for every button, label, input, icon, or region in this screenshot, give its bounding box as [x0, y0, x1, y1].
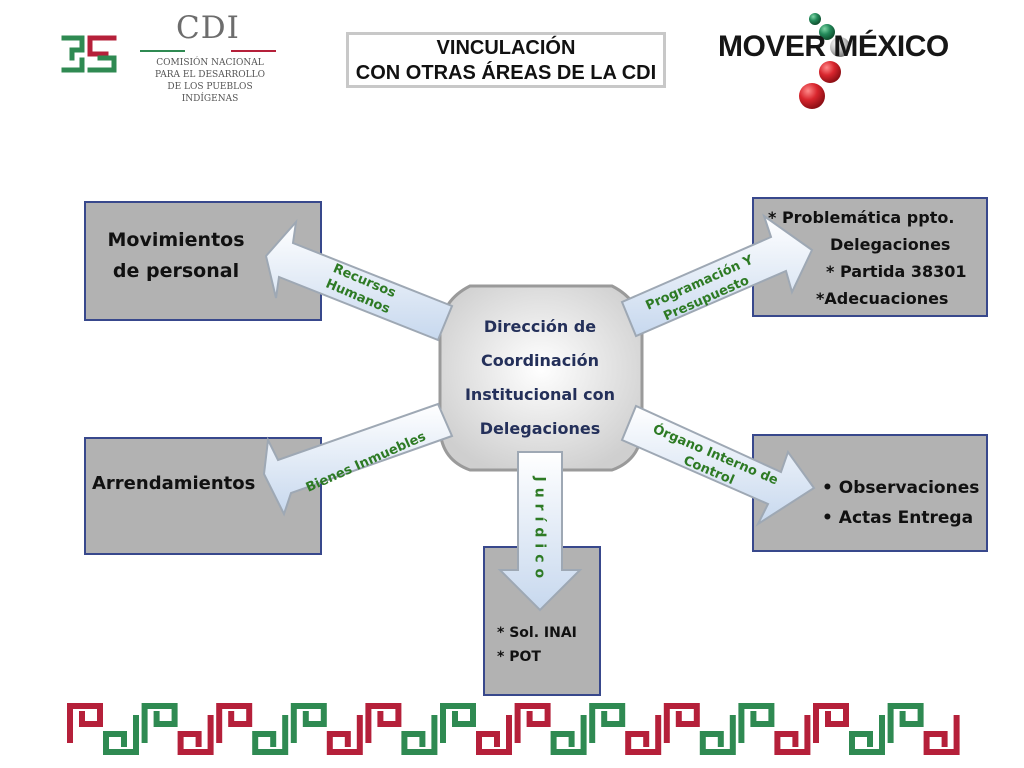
box-text: * Problemática ppto. Delegaciones * Part…: [768, 204, 998, 312]
bullet-item: • Observaciones: [822, 478, 980, 498]
box-text: Movimientos de personal: [96, 225, 256, 287]
greca-border-band: [67, 703, 960, 755]
box-text: Arrendamientos: [92, 473, 256, 494]
greca-unit: [738, 703, 775, 743]
center-node-text: Dirección de Coordinación Institucional …: [448, 310, 632, 446]
greca-unit: [177, 715, 214, 755]
greca-unit: [216, 703, 253, 743]
greca-unit: [290, 703, 327, 743]
cdi-subtitle-line: COMISIÓN NACIONAL: [156, 58, 264, 68]
bullet-item: • Actas Entrega: [822, 508, 974, 528]
greca-unit: [699, 715, 736, 755]
center-line: Institucional con: [464, 385, 616, 404]
box-line: Movimientos: [107, 229, 245, 251]
greca-unit: [67, 703, 103, 743]
arrow-label-juridico: Jurídico: [531, 476, 548, 585]
greca-unit: [589, 703, 626, 743]
cdi-subtitle-line: PARA EL DESARROLLO: [155, 70, 265, 80]
page-title-box: VINCULACIÓN CON OTRAS ÁREAS DE LA CDI: [346, 32, 666, 88]
cdi-logo-title: CDI: [176, 10, 240, 46]
mover-mexico-dots-icon: [799, 13, 850, 109]
greca-unit: [476, 715, 512, 755]
cdi-greca-logo-icon: [61, 35, 117, 73]
cdi-logo-subtitle: COMISIÓN NACIONAL PARA EL DESARROLLO DE …: [142, 57, 278, 105]
box-line: * POT: [497, 649, 541, 665]
greca-unit: [514, 703, 551, 743]
box-text: * Sol. INAI * POT: [497, 621, 577, 669]
greca-unit: [141, 703, 178, 743]
greca-unit: [401, 715, 438, 755]
bullet-text: Actas Entrega: [838, 508, 974, 528]
box-movimientos-personal: Movimientos de personal: [84, 201, 322, 321]
greca-unit: [849, 715, 885, 755]
box-line: Delegaciones: [830, 235, 951, 254]
greca-unit: [923, 715, 960, 755]
greca-unit: [625, 715, 662, 755]
box-line: *Adecuaciones: [816, 289, 949, 308]
box-line: * Sol. INAI: [497, 625, 577, 641]
cdi-logo-rule: [140, 50, 276, 52]
greca-unit: [887, 703, 924, 743]
center-line: Dirección de: [483, 317, 597, 336]
box-programacion: * Problemática ppto. Delegaciones * Part…: [752, 197, 988, 317]
mover-mexico-wordmark: MOVER MÉXICO: [718, 30, 949, 63]
greca-unit: [440, 703, 476, 743]
greca-unit: [103, 715, 139, 755]
page-title-line: CON OTRAS ÁREAS DE LA CDI: [355, 62, 657, 84]
page-title-line: VINCULACIÓN: [436, 37, 576, 59]
box-text: • Observaciones • Actas Entrega: [822, 473, 979, 533]
greca-unit: [813, 703, 849, 743]
box-line: * Problemática ppto.: [768, 208, 955, 227]
box-line: de personal: [112, 260, 240, 282]
greca-unit: [326, 715, 363, 755]
box-arrendamientos: Arrendamientos: [84, 437, 322, 555]
greca-unit: [663, 703, 700, 743]
box-observaciones: • Observaciones • Actas Entrega: [752, 434, 988, 552]
greca-unit: [550, 715, 587, 755]
center-line: Delegaciones: [479, 419, 601, 438]
center-line: Coordinación: [480, 351, 600, 370]
box-line: * Partida 38301: [826, 262, 967, 281]
greca-unit: [365, 703, 402, 743]
greca-unit: [774, 715, 811, 755]
bullet-text: Observaciones: [838, 478, 980, 498]
cdi-subtitle-line: DE LOS PUEBLOS INDÍGENAS: [167, 82, 253, 104]
greca-unit: [252, 715, 289, 755]
